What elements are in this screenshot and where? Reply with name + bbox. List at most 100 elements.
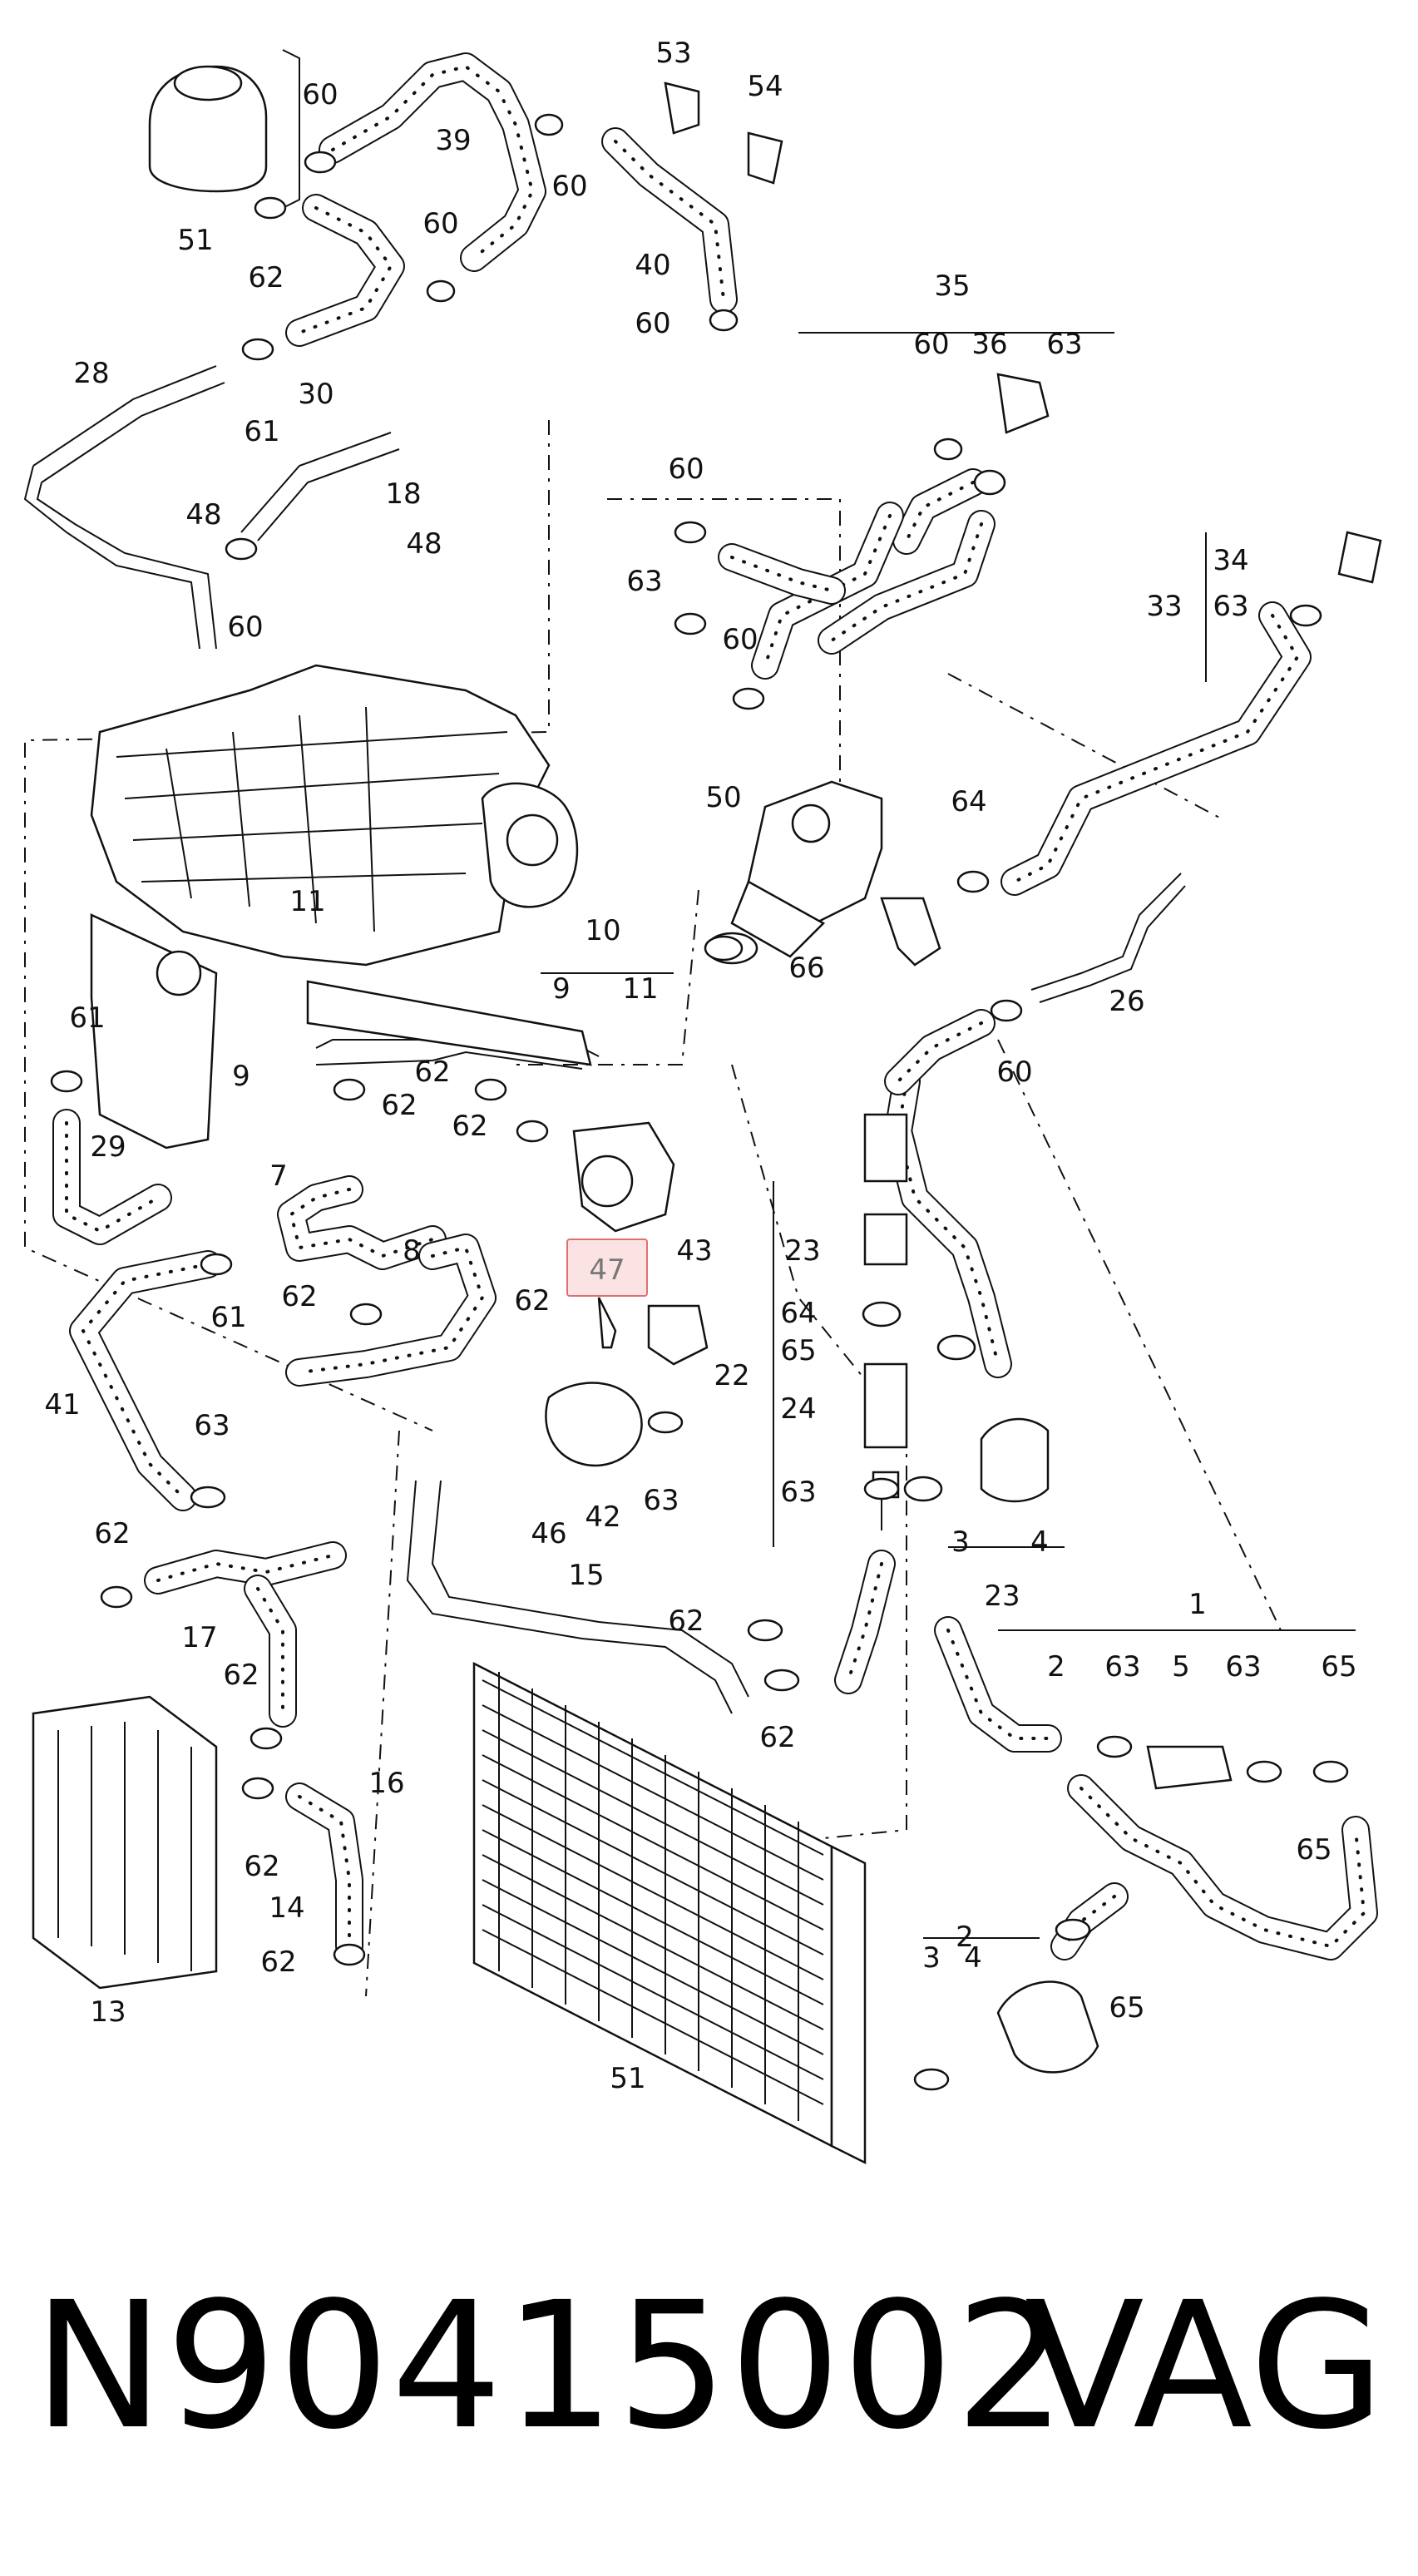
- radiator: [472, 1661, 867, 2165]
- callout-label: 9: [232, 1060, 250, 1093]
- callout-label: 61: [69, 1001, 105, 1035]
- callout-label: 8: [403, 1234, 421, 1268]
- callout-label: 63: [1213, 590, 1248, 623]
- connector-pieces: [664, 82, 1382, 2074]
- callout-label: 3: [922, 1941, 941, 1975]
- callout-label: 61: [210, 1301, 246, 1334]
- callout-label: 9: [552, 972, 571, 1006]
- callout-label: 62: [223, 1659, 259, 1692]
- callout-label: 62: [452, 1110, 487, 1143]
- callout-label: 63: [626, 565, 662, 598]
- callout-47-highlight: [566, 1239, 648, 1297]
- expansion-tank: [148, 49, 300, 209]
- callout-label: 62: [248, 261, 284, 294]
- callout-label: 22: [714, 1359, 749, 1392]
- callout-label: 63: [194, 1409, 230, 1442]
- callout-label: 62: [244, 1850, 279, 1883]
- callout-label: 65: [1296, 1833, 1332, 1866]
- callout-label: 51: [177, 224, 213, 257]
- callout-label: 46: [531, 1517, 566, 1550]
- callout-label: 63: [1046, 328, 1082, 361]
- callout-label: 60: [422, 207, 458, 240]
- callout-label: 62: [759, 1721, 795, 1754]
- callout-label: 66: [788, 952, 824, 985]
- callout-label: 60: [722, 623, 758, 656]
- callout-label: 2: [1047, 1650, 1065, 1684]
- callout-label: 62: [668, 1604, 704, 1638]
- callout-label: 62: [281, 1280, 317, 1313]
- callout-label: 28: [73, 357, 109, 390]
- callout-label: 42: [585, 1501, 620, 1534]
- callout-label: 48: [406, 527, 442, 561]
- callout-label: 60: [635, 307, 670, 340]
- hose-clamps: [50, 113, 1349, 2091]
- callout-label: 62: [414, 1056, 450, 1089]
- callout-label: 4: [1030, 1525, 1049, 1559]
- cooling-system-exploded-diagram: 53 54 60 39 60 51 62 30 60 40 60 28 61 1…: [23, 37, 1382, 2165]
- callout-label: 15: [568, 1559, 604, 1592]
- callout-label: 33: [1146, 590, 1182, 623]
- callout-label: 39: [435, 124, 471, 157]
- callout-label: 23: [784, 1234, 820, 1268]
- callout-label: 2: [956, 1921, 974, 1954]
- callout-label: 54: [747, 70, 783, 103]
- callout-label: 34: [1213, 544, 1248, 577]
- callout-label: 62: [260, 1946, 296, 1979]
- callout-label: 65: [780, 1334, 816, 1367]
- callout-label: 63: [1104, 1650, 1140, 1684]
- callout-label: 5: [1172, 1650, 1190, 1684]
- callout-label: 60: [551, 170, 587, 203]
- callout-label: 60: [668, 452, 704, 486]
- callout-label: 60: [227, 611, 263, 644]
- callout-label: 62: [514, 1284, 550, 1318]
- callout-label: 60: [913, 328, 949, 361]
- callout-label: 11: [289, 885, 325, 918]
- callout-label: 24: [780, 1392, 816, 1426]
- group-brackets: [541, 332, 1356, 1939]
- callout-label: 29: [90, 1130, 126, 1164]
- callout-label: 1: [1188, 1588, 1207, 1621]
- callout-label: 62: [94, 1517, 130, 1550]
- engine-block: [90, 664, 592, 1150]
- callout-label: 62: [381, 1089, 417, 1122]
- callout-labels: 53 54 60 39 60 51 62 30 60 40 60 28 61 1…: [44, 37, 1356, 2095]
- callout-label: 65: [1321, 1650, 1356, 1684]
- callout-label: 43: [676, 1234, 712, 1268]
- callout-label: 35: [934, 269, 970, 303]
- callout-label: 13: [90, 1995, 126, 2029]
- callout-label: 4: [964, 1941, 982, 1975]
- part-number: N90415002: [33, 2264, 1068, 2468]
- callout-label: 64: [951, 785, 986, 818]
- callout-label: 48: [185, 498, 221, 532]
- callout-label: 64: [780, 1297, 816, 1330]
- callout-label: 23: [984, 1580, 1020, 1613]
- callout-label: 51: [610, 2062, 645, 2095]
- callout-label: 63: [643, 1484, 679, 1517]
- thermostat-housing: [705, 780, 941, 967]
- callout-label: 65: [1109, 1991, 1144, 2025]
- callout-label: 41: [44, 1388, 80, 1421]
- callout-label: 3: [951, 1525, 970, 1559]
- callout-label: 63: [780, 1476, 816, 1509]
- heater-core: [32, 1695, 218, 1990]
- callout-label: 18: [385, 477, 421, 511]
- callout-label: 36: [971, 328, 1007, 361]
- callout-label: 16: [368, 1767, 404, 1800]
- callout-label: 10: [585, 914, 620, 947]
- callout-label: 40: [635, 249, 670, 282]
- callout-label: 47: [589, 1253, 625, 1287]
- callout-label: 60: [996, 1056, 1032, 1089]
- valve-unit: [545, 1121, 709, 1467]
- callout-label: 53: [655, 37, 691, 70]
- callout-label: 26: [1109, 985, 1144, 1018]
- callout-label: 50: [705, 781, 741, 814]
- callout-label: 14: [269, 1891, 304, 1925]
- callout-label: 17: [181, 1621, 217, 1654]
- brand-name: VAG: [1025, 2264, 1385, 2468]
- callout-label: 60: [302, 78, 338, 111]
- callout-label: 11: [622, 972, 658, 1006]
- coolant-pump-assembly: [863, 1113, 908, 1530]
- callout-label: 63: [1225, 1650, 1261, 1684]
- part-footer: N90415002 VAG: [0, 2262, 1418, 2537]
- hoses: [52, 52, 1378, 1960]
